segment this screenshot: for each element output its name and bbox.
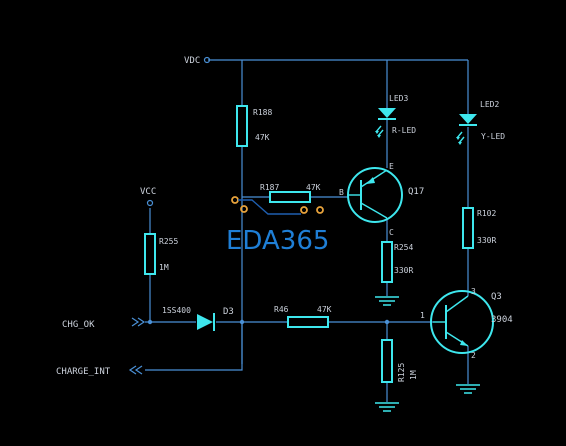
r254-value: 330R: [394, 266, 413, 275]
vcc-terminal: [146, 199, 154, 207]
resistor-r255[interactable]: [144, 233, 156, 275]
q17-pin-e: E: [389, 162, 394, 171]
resistor-r125[interactable]: [381, 339, 393, 383]
resistor-r254[interactable]: [381, 241, 393, 283]
led3-value: R-LED: [392, 126, 416, 135]
resistor-r102[interactable]: [462, 207, 474, 249]
r255-ref: R255: [159, 237, 178, 246]
q17-pin-c: C: [389, 228, 394, 237]
junction-dot: [239, 319, 245, 325]
wires: [145, 56, 469, 402]
r102-ref: R102: [477, 209, 496, 218]
transistor-q17[interactable]: [347, 167, 403, 223]
r254-ref: R254: [394, 243, 413, 252]
ground-symbol-r254: [375, 296, 399, 306]
resistor-r188[interactable]: [236, 105, 248, 147]
transistor-q3[interactable]: [430, 290, 494, 354]
led-led2[interactable]: [456, 114, 477, 145]
led3-ref: LED3: [389, 94, 408, 103]
chg-ok-port-arrow: [131, 317, 146, 327]
r255-value: 1M: [159, 263, 169, 272]
junction-dot: [384, 319, 390, 325]
r125-ref: R125: [397, 363, 406, 382]
led2-ref: LED2: [480, 100, 499, 109]
q3-pin-2: 2: [471, 351, 476, 360]
resistor-r46[interactable]: [287, 316, 329, 328]
q3-ref: Q3: [491, 292, 502, 302]
net-label-vcc: VCC: [140, 187, 156, 197]
wire-charge-int: [145, 322, 243, 371]
r187-ref: R187: [260, 183, 279, 192]
resistor-r187[interactable]: [269, 191, 311, 203]
net-label-vdc: VDC: [184, 56, 200, 66]
net-label-chg-ok: CHG_OK: [62, 320, 95, 330]
q3-part: 3904: [491, 315, 513, 325]
ground-symbol-q3: [456, 384, 480, 394]
r187-footprint-pads: [231, 196, 324, 215]
r46-value: 47K: [317, 305, 332, 314]
diode-d3[interactable]: [197, 313, 215, 331]
r102-value: 330R: [477, 236, 496, 245]
watermark-logo: EDA365: [226, 226, 329, 256]
ground-symbol-r125: [375, 402, 399, 412]
r187-value: 47K: [306, 183, 321, 192]
d3-part: 1SS400: [162, 306, 191, 315]
led-led3[interactable]: [375, 108, 396, 138]
r188-value: 47K: [255, 133, 270, 142]
vdc-terminal: [203, 56, 211, 64]
led2-value: Y-LED: [481, 132, 505, 141]
d3-ref: D3: [223, 307, 234, 317]
q3-pin-3: 3: [471, 287, 476, 296]
q17-ref: Q17: [408, 187, 424, 197]
junction-dot: [147, 319, 153, 325]
r46-ref: R46: [274, 305, 289, 314]
charge-int-port-arrow: [128, 365, 143, 375]
net-label-charge-int: CHARGE_INT: [56, 367, 111, 377]
r125-value: 1M: [409, 370, 418, 380]
q3-pin-1: 1: [420, 311, 425, 320]
r188-ref: R188: [253, 108, 272, 117]
q17-pin-b: B: [339, 188, 344, 197]
